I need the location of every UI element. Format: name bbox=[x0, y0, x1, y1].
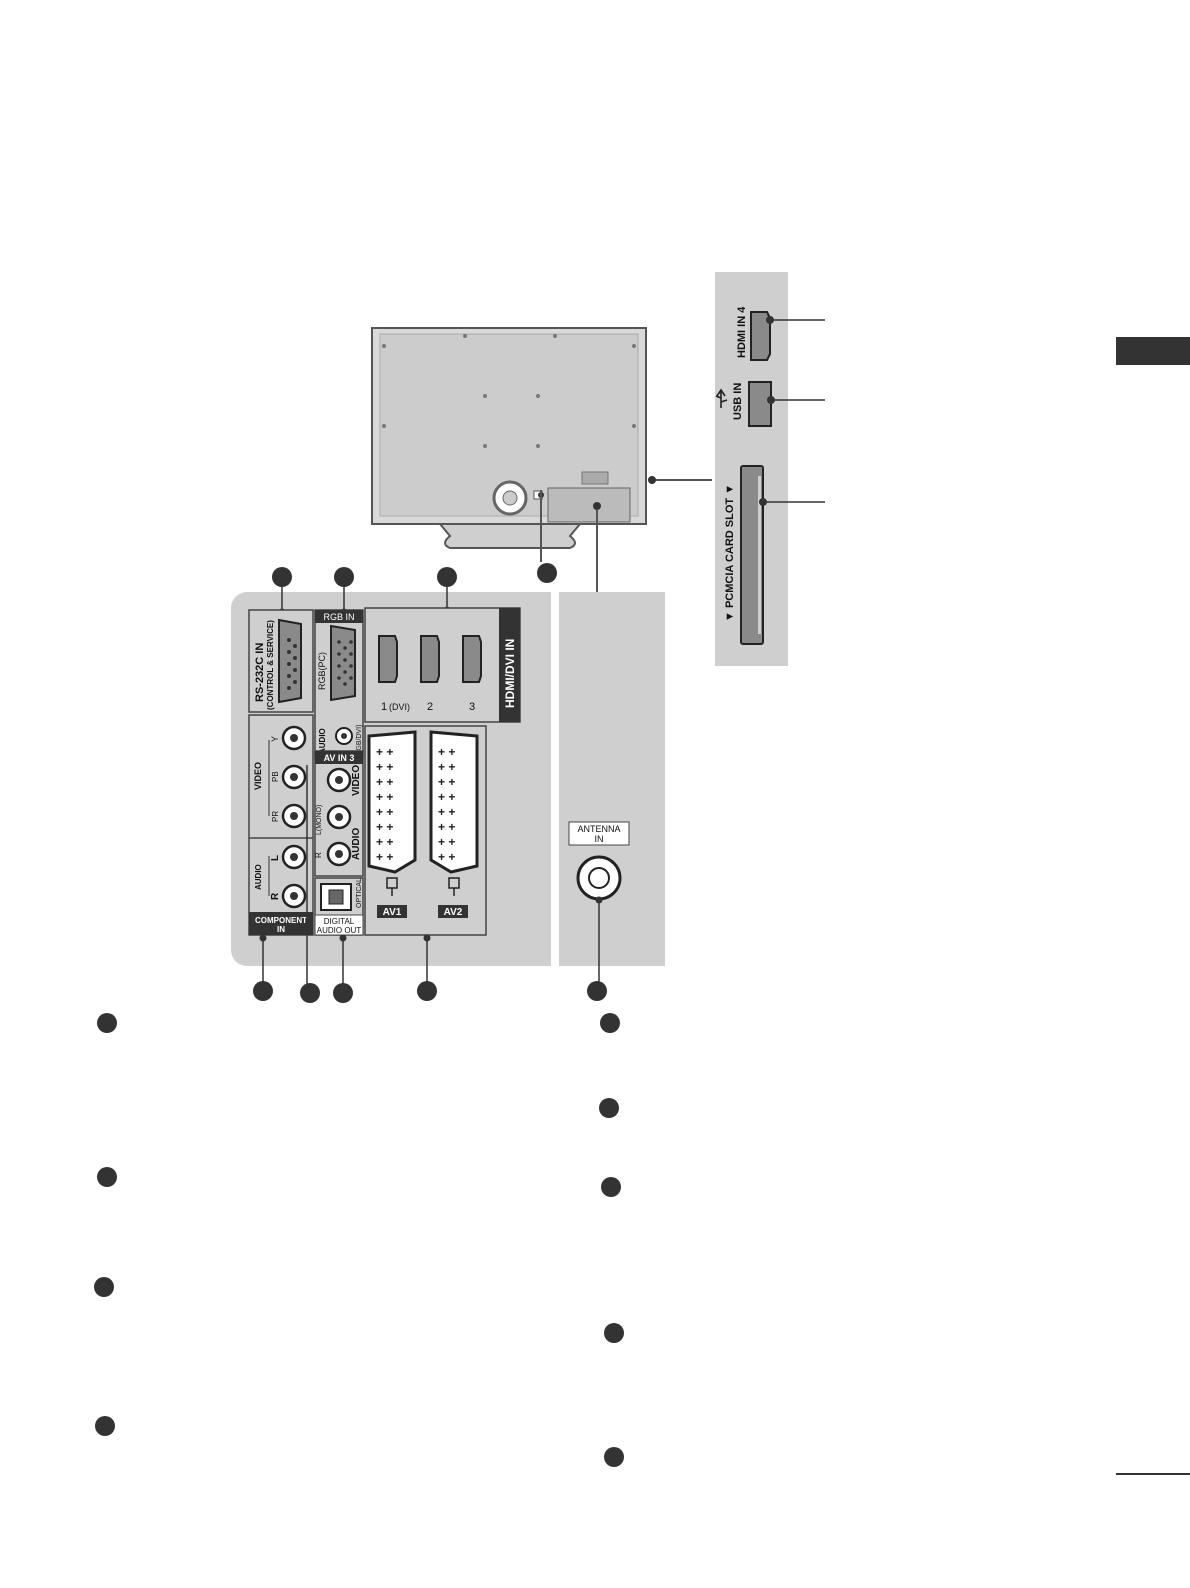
mount-screws bbox=[382, 334, 636, 448]
component-box bbox=[248, 714, 314, 936]
hdmi-port-3 bbox=[462, 635, 482, 683]
svg-text:+ +: + + bbox=[438, 760, 455, 774]
comp-pb-label: PB bbox=[271, 771, 280, 782]
hdmi-in4-port bbox=[750, 311, 771, 361]
hdmi-port-1-sublabel: (DVI) bbox=[389, 702, 410, 712]
description-bullet bbox=[94, 1277, 114, 1297]
svg-text:+ +: + + bbox=[438, 820, 455, 834]
section-tab bbox=[1116, 337, 1190, 365]
svg-text:+ +: + + bbox=[438, 790, 455, 804]
tv-stand bbox=[437, 523, 583, 549]
audio-sublabel: (RGB/DVI) bbox=[356, 725, 363, 758]
hdmi-dvi-label: HDMI/DVI IN bbox=[503, 639, 517, 708]
description-bullet bbox=[601, 1177, 621, 1197]
component-in-label: COMPONENT bbox=[255, 916, 307, 925]
pcmcia-label: ▼ PCMCIA CARD SLOT ▼ bbox=[724, 484, 736, 622]
svg-text:+ +: + + bbox=[376, 820, 393, 834]
callout-dot bbox=[587, 981, 607, 1001]
rear-panel-ports: RS-232C IN (CONTROL & SERVICE) RGB IN RG… bbox=[248, 580, 630, 984]
description-bullet bbox=[604, 1447, 624, 1467]
callout-dot bbox=[437, 567, 457, 587]
digital-audio-out-label: DIGITAL bbox=[324, 917, 355, 926]
scart-av2-port bbox=[429, 730, 479, 874]
callout-dot bbox=[333, 983, 353, 1003]
description-bullet bbox=[97, 1013, 117, 1033]
digital-audio-out-label-2: AUDIO OUT bbox=[317, 926, 362, 935]
terminal-cover bbox=[547, 487, 631, 523]
callout-dot bbox=[300, 983, 320, 1003]
comp-pr-label: PR bbox=[271, 811, 280, 822]
av3-lmono-label: L(MONO) bbox=[316, 805, 323, 835]
scart-pins: + ++ ++ ++ ++ ++ ++ ++ + + ++ ++ ++ ++ +… bbox=[376, 745, 455, 864]
callout-dot bbox=[253, 981, 273, 1001]
hdmi-port-2 bbox=[420, 635, 440, 683]
svg-text:+ +: + + bbox=[438, 835, 455, 849]
component-audio-label: AUDIO bbox=[254, 864, 263, 890]
callout-dot bbox=[537, 563, 557, 583]
description-bullet bbox=[95, 1416, 115, 1436]
side-panel-ports: HDMI IN 4 USB IN ▼ PCMCIA CARD SLOT ▼ bbox=[715, 306, 825, 645]
hdmi-port-1 bbox=[378, 635, 398, 683]
svg-text:+ +: + + bbox=[376, 835, 393, 849]
av-in3-jacks bbox=[326, 767, 352, 867]
rgb-in-label: RGB IN bbox=[323, 612, 354, 622]
antenna-in-label-2: IN bbox=[595, 834, 604, 844]
component-jacks bbox=[281, 725, 307, 909]
description-bullet bbox=[97, 1167, 117, 1187]
component-in-label-2: IN bbox=[277, 925, 285, 934]
rs232-sublabel: (CONTROL & SERVICE) bbox=[266, 620, 275, 710]
svg-text:+ +: + + bbox=[438, 805, 455, 819]
svg-text:+ +: + + bbox=[376, 745, 393, 759]
svg-text:+ +: + + bbox=[438, 850, 455, 864]
callout-dot bbox=[334, 567, 354, 587]
usb-in-label: USB IN bbox=[732, 383, 744, 420]
av-in3-label: AV IN 3 bbox=[324, 753, 355, 763]
tv-back-illustration bbox=[371, 327, 647, 549]
rs232-label: RS-232C IN bbox=[254, 643, 266, 702]
description-bullet bbox=[604, 1323, 624, 1343]
svg-text:+ +: + + bbox=[438, 775, 455, 789]
callout-dot bbox=[417, 981, 437, 1001]
optical-label: OPTICAL bbox=[356, 878, 363, 908]
comp-y-label: Y bbox=[270, 736, 280, 742]
svg-text:+ +: + + bbox=[376, 790, 393, 804]
svg-text:+ +: + + bbox=[376, 775, 393, 789]
rgb-pc-label: RGB(PC) bbox=[317, 652, 327, 690]
av3-video-label: VIDEO bbox=[351, 765, 362, 796]
optical-port bbox=[320, 883, 352, 911]
audio-l-label: L bbox=[270, 855, 281, 861]
svg-text:+ +: + + bbox=[376, 805, 393, 819]
svg-text:+ +: + + bbox=[376, 760, 393, 774]
usb-icon bbox=[715, 388, 728, 408]
description-bullet bbox=[600, 1013, 620, 1033]
pcmcia-card-slot bbox=[740, 465, 764, 645]
av3-r-label: R bbox=[314, 852, 323, 858]
rgb-pc-port bbox=[330, 624, 356, 702]
hdmi-in4-label: HDMI IN 4 bbox=[736, 306, 748, 358]
svg-text:+ +: + + bbox=[438, 745, 455, 759]
antenna-panel bbox=[559, 592, 665, 966]
audio-label: AUDIO bbox=[318, 728, 327, 754]
hdmi-port-2-label: 2 bbox=[427, 701, 433, 713]
footer-rule bbox=[1116, 1473, 1190, 1475]
usb-in-port bbox=[748, 381, 772, 427]
hdmi-port-1-label: 1 bbox=[381, 701, 387, 713]
video-label: VIDEO bbox=[253, 762, 263, 790]
callout-dot bbox=[272, 567, 292, 587]
scart-av1-port bbox=[367, 730, 417, 874]
av3-audio-label: AUDIO bbox=[351, 828, 362, 860]
description-bullet bbox=[599, 1098, 619, 1118]
hdmi-port-3-label: 3 bbox=[469, 701, 475, 713]
svg-text:+ +: + + bbox=[376, 850, 393, 864]
av1-label: AV1 bbox=[383, 907, 402, 918]
audio-r-label: R bbox=[270, 892, 281, 900]
antenna-in-label: ANTENNA bbox=[577, 824, 620, 834]
scart-symbols bbox=[386, 877, 460, 896]
av2-label: AV2 bbox=[444, 907, 463, 918]
